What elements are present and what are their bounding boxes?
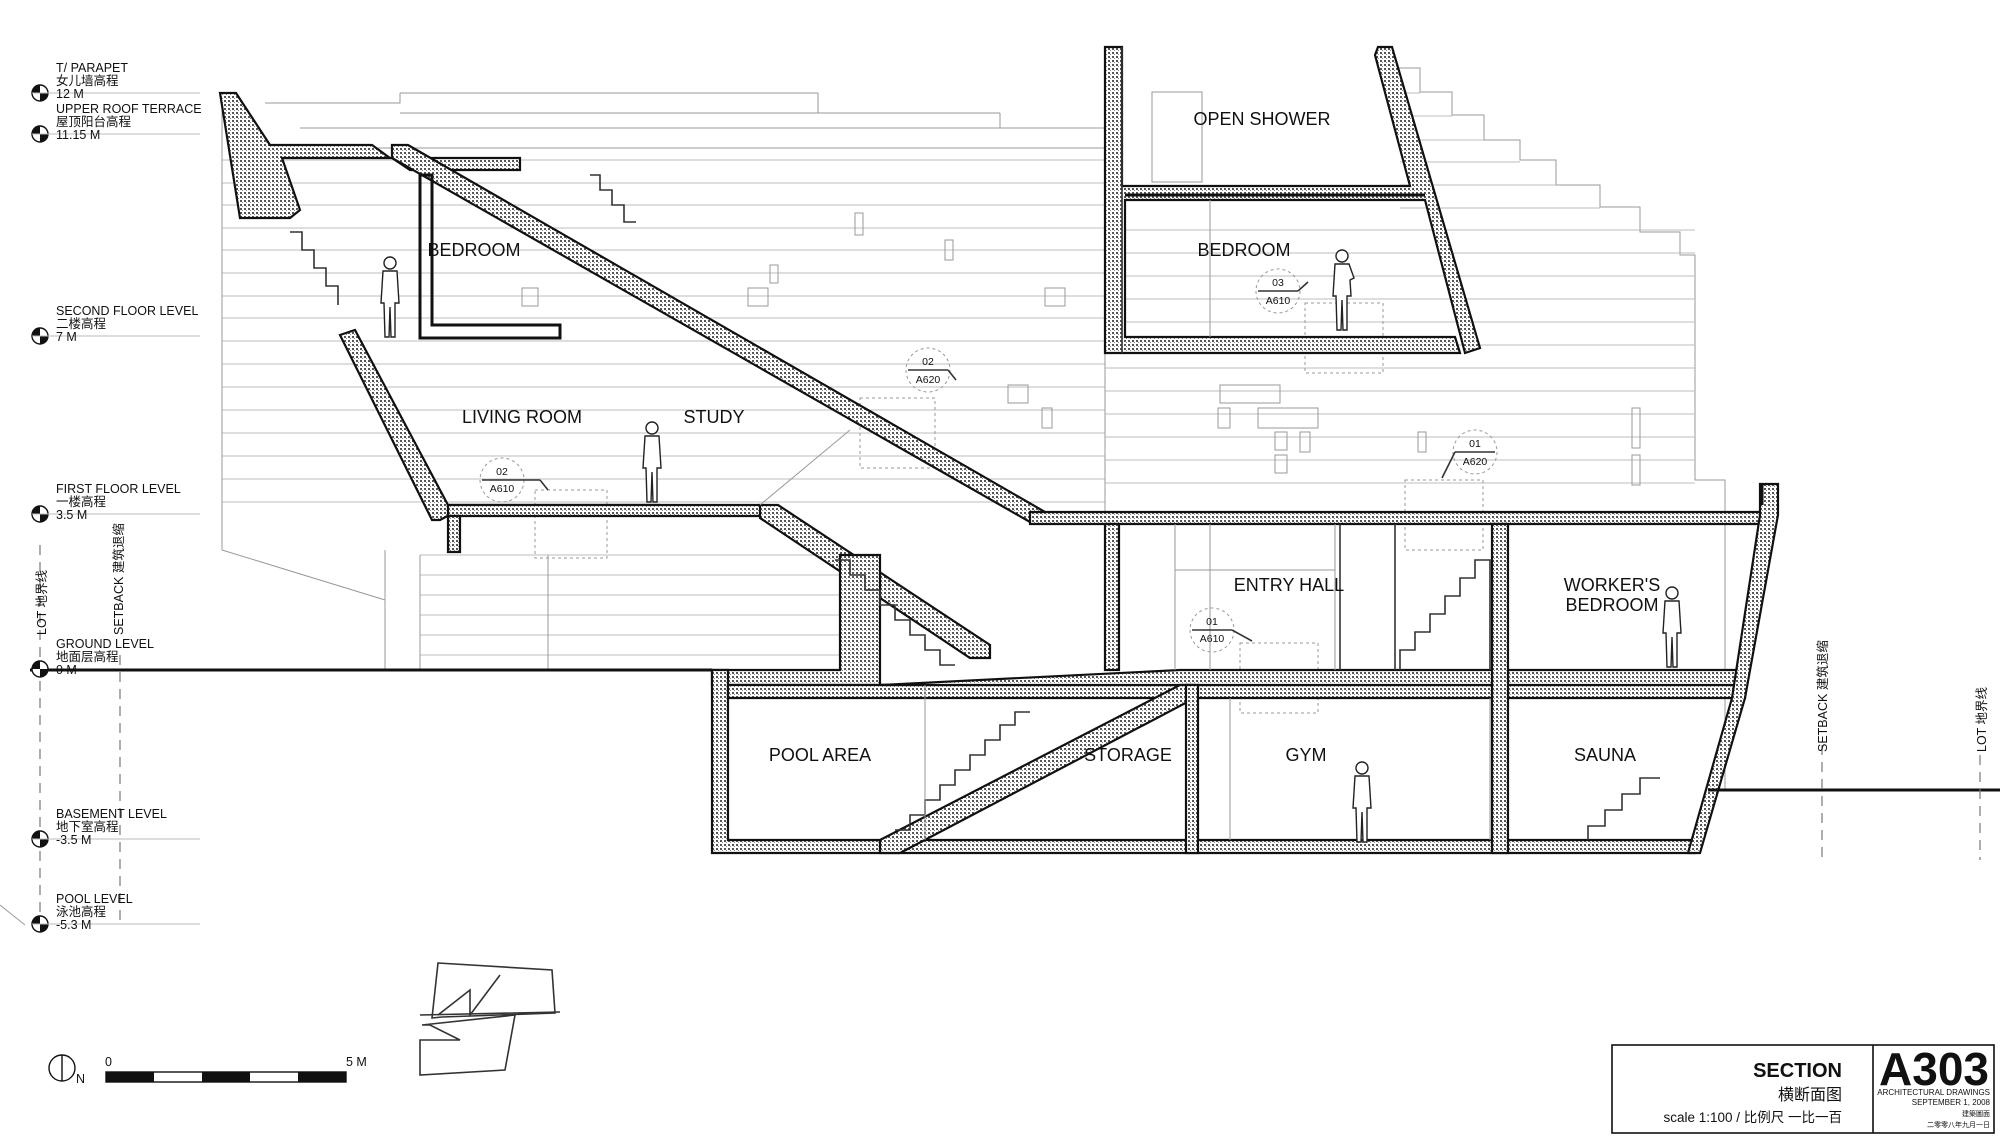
- section-tag-sheet: A610: [490, 483, 515, 495]
- scale-figures: [380, 249, 1682, 843]
- section-tag-number: 02: [922, 356, 934, 368]
- level-name: GROUND LEVEL: [56, 637, 154, 651]
- level-elevation: 0 M: [56, 663, 77, 677]
- drawing-date: SEPTEMBER 1, 2008: [1912, 1098, 1991, 1107]
- boundary-labels: LOT 地界线 SETBACK 建筑退缩 SETBACK 建筑退缩 LOT 地界…: [35, 523, 1989, 752]
- level-name-cn: 一楼高程: [56, 494, 107, 509]
- level-name: T/ PARAPET: [56, 61, 128, 75]
- section-tag-number: 01: [1469, 438, 1481, 450]
- human-figure-icon: [380, 256, 400, 338]
- drawing-date-cn: 二零零八年九月一日: [1927, 1120, 1990, 1129]
- section-tags: 02 A620 03 A610 02 A610 01 A620: [479, 268, 1498, 653]
- scale-bar-end: 5 M: [346, 1055, 367, 1069]
- section-tag-number: 02: [496, 466, 508, 478]
- room-living-room: LIVING ROOM: [462, 407, 582, 427]
- room-workers-bedroom-line1: WORKER'S: [1564, 575, 1660, 595]
- level-name-cn: 泳池高程: [56, 904, 107, 919]
- drawing-title: SECTION: [1753, 1060, 1842, 1082]
- level-name-cn: 地下室高程: [56, 819, 119, 834]
- room-gym: GYM: [1285, 745, 1326, 765]
- level-name: BASEMENT LEVEL: [56, 807, 167, 821]
- level-name: SECOND FLOOR LEVEL: [56, 304, 198, 318]
- section-tag[interactable]: 01 A620: [1441, 429, 1498, 479]
- room-storage: STORAGE: [1084, 745, 1172, 765]
- scale-bar: 0 5 M: [105, 1055, 367, 1083]
- level-datum-icon: [31, 660, 49, 678]
- section-tag[interactable]: 02 A620: [905, 347, 957, 393]
- room-sauna: SAUNA: [1574, 745, 1636, 765]
- section-tag-number: 01: [1206, 616, 1218, 628]
- room-pool-area: POOL AREA: [769, 745, 871, 765]
- title-block: SECTION 横断面图 scale 1:100 / 比例尺 一比一百 A303…: [1611, 1043, 1995, 1134]
- level-elevation: -5.3 M: [56, 918, 91, 932]
- scale-bar-start: 0: [105, 1055, 112, 1069]
- room-bedroom-left: BEDROOM: [427, 240, 520, 260]
- level-name: FIRST FLOOR LEVEL: [56, 482, 181, 496]
- section-tag[interactable]: 03 A610: [1255, 268, 1309, 314]
- level-name: UPPER ROOF TERRACE: [56, 102, 202, 116]
- lot-line-right-label: LOT 地界线: [1975, 686, 1989, 752]
- room-entry-hall: ENTRY HALL: [1234, 575, 1344, 595]
- north-arrow: N: [48, 1054, 85, 1086]
- north-label: N: [76, 1072, 85, 1086]
- level-elevation: 3.5 M: [56, 508, 87, 522]
- section-tag[interactable]: 01 A610: [1189, 607, 1253, 653]
- room-workers-bedroom-line2: BEDROOM: [1565, 595, 1658, 615]
- level-elevation: 7 M: [56, 330, 77, 344]
- section-tag-sheet: A610: [1266, 295, 1291, 307]
- level-name-cn: 屋顶阳台高程: [56, 114, 132, 129]
- human-figure-icon: [1332, 249, 1355, 331]
- level-elevation: 11.15 M: [56, 128, 100, 142]
- room-study: STUDY: [683, 407, 744, 427]
- drawing-set-name-cn: 建築圖面: [1962, 1109, 1990, 1118]
- drawing-set-name: ARCHITECTURAL DRAWINGS: [1877, 1088, 1990, 1097]
- ground-lines: [0, 545, 2000, 926]
- setback-line-left-label: SETBACK 建筑退缩: [111, 523, 126, 635]
- section-tag-sheet: A610: [1200, 633, 1225, 645]
- drawing-scale: scale 1:100 / 比例尺 一比一百: [1663, 1110, 1842, 1125]
- level-elevation: 12 M: [56, 87, 84, 101]
- level-name-cn: 地面层高程: [56, 649, 119, 664]
- room-bedroom-upper: BEDROOM: [1197, 240, 1290, 260]
- human-figure-icon: [1352, 761, 1372, 843]
- human-figure-icon: [642, 421, 662, 503]
- level-name: POOL LEVEL: [56, 892, 133, 906]
- human-figure-icon: [1662, 586, 1682, 668]
- level-name-cn: 二楼高程: [56, 316, 107, 331]
- level-elevation: -3.5 M: [56, 833, 91, 847]
- section-cut: [218, 45, 1780, 855]
- drawing-title-cn: 横断面图: [1778, 1086, 1842, 1104]
- room-labels: OPEN SHOWER BEDROOM BEDROOM LIVING ROOM …: [427, 109, 1660, 765]
- section-tag-number: 03: [1272, 277, 1284, 289]
- level-name-cn: 女儿墙高程: [56, 73, 119, 88]
- sheet-number: A303: [1879, 1043, 1989, 1095]
- lot-line-left-label: LOT 地界线: [35, 569, 49, 635]
- section-tag-sheet: A620: [916, 374, 941, 386]
- section-tag-sheet: A620: [1463, 456, 1488, 468]
- room-open-shower: OPEN SHOWER: [1193, 109, 1330, 129]
- setback-line-right-label: SETBACK 建筑退缩: [1815, 640, 1830, 752]
- key-plan: [419, 962, 561, 1076]
- section-tag[interactable]: 02 A610: [479, 457, 549, 503]
